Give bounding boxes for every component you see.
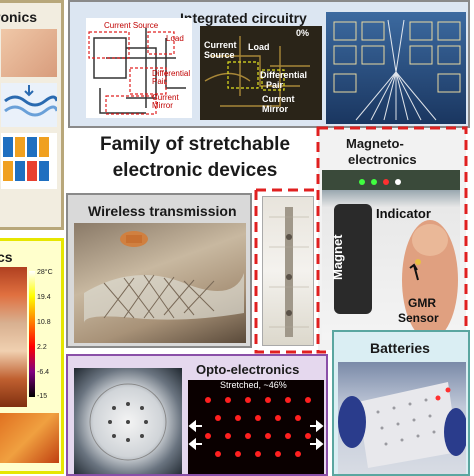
panel-wireless: Wireless transmission (66, 193, 252, 348)
scale-neg-15: -15 (37, 393, 48, 400)
photo-label-pair: Pair (266, 80, 284, 90)
panel-thermal: cs 28°C 19.4 10.8 2.2 -6.4 -15 (0, 238, 64, 474)
opto-led-array-photo: Stretched, ~46% (188, 380, 324, 474)
opto-dome-photo (74, 368, 182, 474)
scale-neg-6-4: -6.4 (37, 369, 50, 376)
center-title-line1: Family of stretchable (99, 134, 291, 155)
panel-opto: Opto-electronics St (66, 354, 328, 476)
center-title-line2: electronic devices (112, 160, 278, 181)
ic-photo: Current Source Load 0% Differential Pair… (200, 26, 322, 120)
thermal-color-scale (29, 271, 35, 397)
circuit-schematic: Current Source Load Differential Pair Cu… (86, 18, 192, 118)
batteries-photo (338, 362, 466, 474)
ic-array-photo (326, 12, 466, 124)
thermal-map-photo (0, 267, 27, 407)
label-differential-pair: Differential Pair (152, 69, 191, 86)
batteries-title: Batteries (370, 340, 430, 356)
schematic-device-icon (1, 83, 57, 127)
stretched-label: Stretched, ~46% (220, 380, 287, 390)
panel-batteries: Batteries (332, 330, 470, 476)
label-current-mirror: Current Mirror (152, 93, 179, 110)
scale-10-8: 10.8 (37, 319, 51, 326)
photo-label-current: Current (204, 40, 237, 50)
wireless-title: Wireless transmission (88, 203, 237, 219)
indicator-label: Indicator (376, 206, 431, 221)
panel-top-left-title: ronics (0, 9, 38, 25)
gmr-label-line1: GMR (408, 296, 436, 310)
magneto-title-line1: Magneto- (346, 136, 404, 151)
photo-label-current-2: Current (262, 94, 295, 104)
gmr-label-line2: Sensor (398, 311, 439, 325)
scale-2-2: 2.2 (37, 344, 47, 351)
label-current-source: Current Source (104, 21, 159, 30)
wireless-photo (74, 223, 246, 343)
stretch-sample-photo (262, 196, 314, 346)
photo-label-percent: 0% (296, 28, 310, 38)
panel-magneto: Magneto- electronics Indicator Magnet GM… (318, 128, 466, 350)
photo-label-mirror: Mirror (262, 104, 289, 114)
integrated-title: Integrated circuitry (180, 10, 307, 26)
magneto-title-line2: electronics (348, 152, 417, 167)
photo-label-load: Load (248, 42, 270, 52)
scale-28: 28°C (37, 269, 53, 276)
thermal-device-photo (0, 413, 59, 463)
photo-label-differential: Differential (260, 70, 308, 80)
magneto-photo: Indicator Magnet GMR Sensor (322, 170, 460, 340)
colored-array-icon (1, 133, 57, 189)
panel-top-left: ronics (0, 0, 64, 230)
finger-device-photo (1, 29, 57, 77)
photo-label-source: Source (204, 50, 235, 60)
scale-19-4: 19.4 (37, 294, 51, 301)
panel-integrated-circuitry: Integrated circuitry Current Source Load… (68, 0, 470, 128)
label-load: Load (166, 34, 184, 43)
magnet-label: Magnet (330, 234, 345, 281)
thermal-title: cs (0, 249, 13, 265)
opto-title: Opto-electronics (196, 362, 300, 377)
